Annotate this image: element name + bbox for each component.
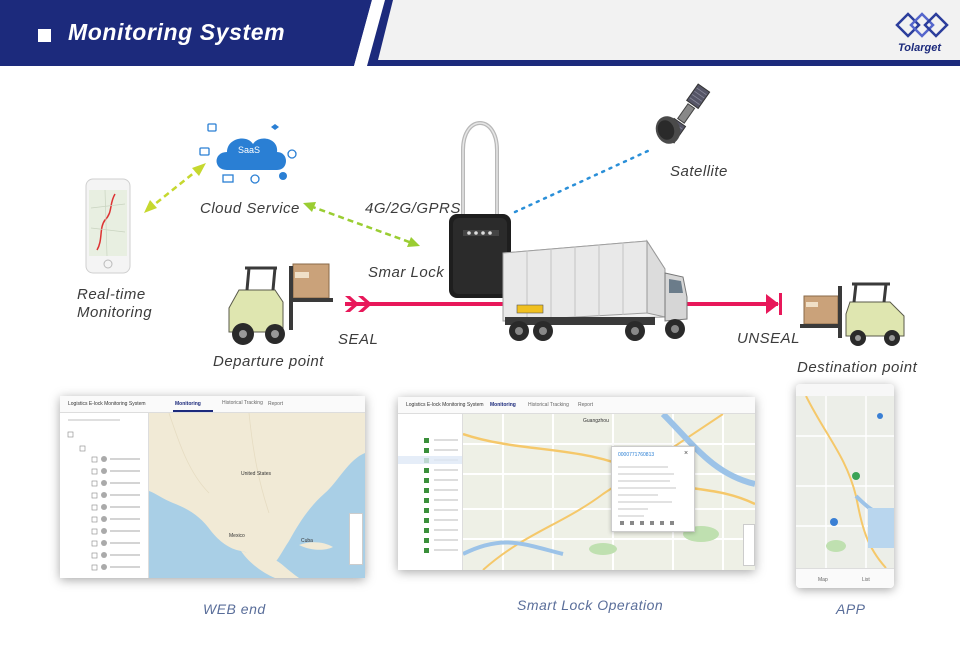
web-end-screenshot: Logistics E-lock Monitoring System Monit… [60,396,365,578]
smartphone-icon [85,178,131,274]
lock-map-city-label: Guangzhou [583,418,609,424]
app-map[interactable] [796,395,894,569]
network-label: 4G/2G/GPRS [365,200,461,217]
truck-graphic [497,235,693,347]
web-app-title: Logistics E-lock Monitoring System [68,401,146,407]
satellite-icon [655,83,711,144]
web-device-list [60,413,149,578]
cloud-service-label: Cloud Service [200,200,300,217]
smart-lock-label: Smar Lock [368,264,445,281]
app-caption: APP [836,601,866,617]
web-map-mexico-label: Mexico [229,533,245,539]
realtime-monitoring-label-1: Real-time [77,286,146,303]
lock-device-rows [398,438,462,553]
cloud-phone-link [144,163,206,213]
header-background [0,0,960,66]
smart-lock-graphic [445,120,515,300]
brand-logo-icon [895,12,949,38]
github-icon [287,149,297,159]
destination-forklift-graphic [800,280,910,346]
lock-operation-caption: Smart Lock Operation [517,597,664,613]
page-title: Monitoring System [68,19,286,45]
calendar-icon [207,123,217,132]
title-bullet [38,29,51,42]
lock-popup-details [618,466,676,525]
lock-popup-title: 0000771760813 [618,452,655,458]
app-map-roads [796,395,894,569]
smart-lock-icon [449,121,511,298]
cloud-title: SaaS [238,145,261,155]
header-banner: Monitoring System Tolarget [0,0,960,66]
lock-tab-monitoring[interactable]: Monitoring [490,402,516,408]
app-screenshot: Map List [796,384,894,588]
truck-icon [502,239,688,341]
lock-info-popup[interactable]: 0000771760813 × [611,446,695,532]
lock-tab-report[interactable]: Report [578,402,594,408]
web-map-country-label: United States [241,471,272,477]
close-icon[interactable]: × [684,450,689,457]
web-end-caption: WEB end [203,601,266,617]
satellite-label: Satellite [670,163,728,180]
app-tab-map[interactable]: Map [818,577,828,583]
forklift-icon [228,263,333,345]
web-tab-monitoring[interactable]: Monitoring [175,401,201,407]
web-topbar: Logistics E-lock Monitoring System Monit… [60,396,365,413]
lock-topbar: Logistics E-lock Monitoring System Monit… [398,397,755,414]
lock-app-title: Logistics E-lock Monitoring System [406,402,484,408]
app-statusbar [796,384,894,396]
cloud-service-graphic: SaaS [195,118,305,198]
app-tabbar: Map List [796,568,894,588]
destination-point-label: Destination point [797,359,918,376]
lock-tab-history[interactable]: Historical Tracking [528,402,569,408]
monitor-icon [222,174,234,183]
satellite-link [513,148,652,214]
cloud-icon [199,123,297,184]
seal-label: SEAL [338,331,379,348]
lock-operation-screenshot: Logistics E-lock Monitoring System Monit… [398,397,755,570]
forklift-icon [800,282,905,346]
web-map[interactable]: United States Mexico Cuba [149,412,365,578]
web-active-tab-indicator [173,410,213,412]
web-device-rows [67,419,140,571]
web-map-zoom-controls[interactable] [349,513,363,565]
lock-map[interactable]: Guangzhou 0000771760813 × [462,411,755,570]
departure-forklift-graphic [225,262,335,348]
web-tab-report[interactable]: Report [268,401,284,407]
lock-map-roads [462,411,755,570]
mail-icon [199,147,210,156]
web-map-cuba-label: Cuba [301,538,313,544]
smartphone-graphic [85,178,131,274]
app-tab-list[interactable]: List [862,577,870,583]
cloud-lock-link [303,202,420,247]
lock-map-zoom-controls[interactable] [743,524,755,566]
web-map-land [149,412,365,578]
lock-device-list [398,414,463,570]
drupal-icon [279,172,287,180]
wordpress-icon [250,174,260,184]
unseal-label: UNSEAL [737,330,801,347]
satellite-graphic [650,80,726,152]
web-tab-history[interactable]: Historical Tracking [222,400,263,406]
dropbox-icon [271,124,279,130]
departure-point-label: Departure point [213,353,324,370]
realtime-monitoring-label-2: Monitoring [77,304,153,321]
brand-name: Tolarget [898,42,941,54]
